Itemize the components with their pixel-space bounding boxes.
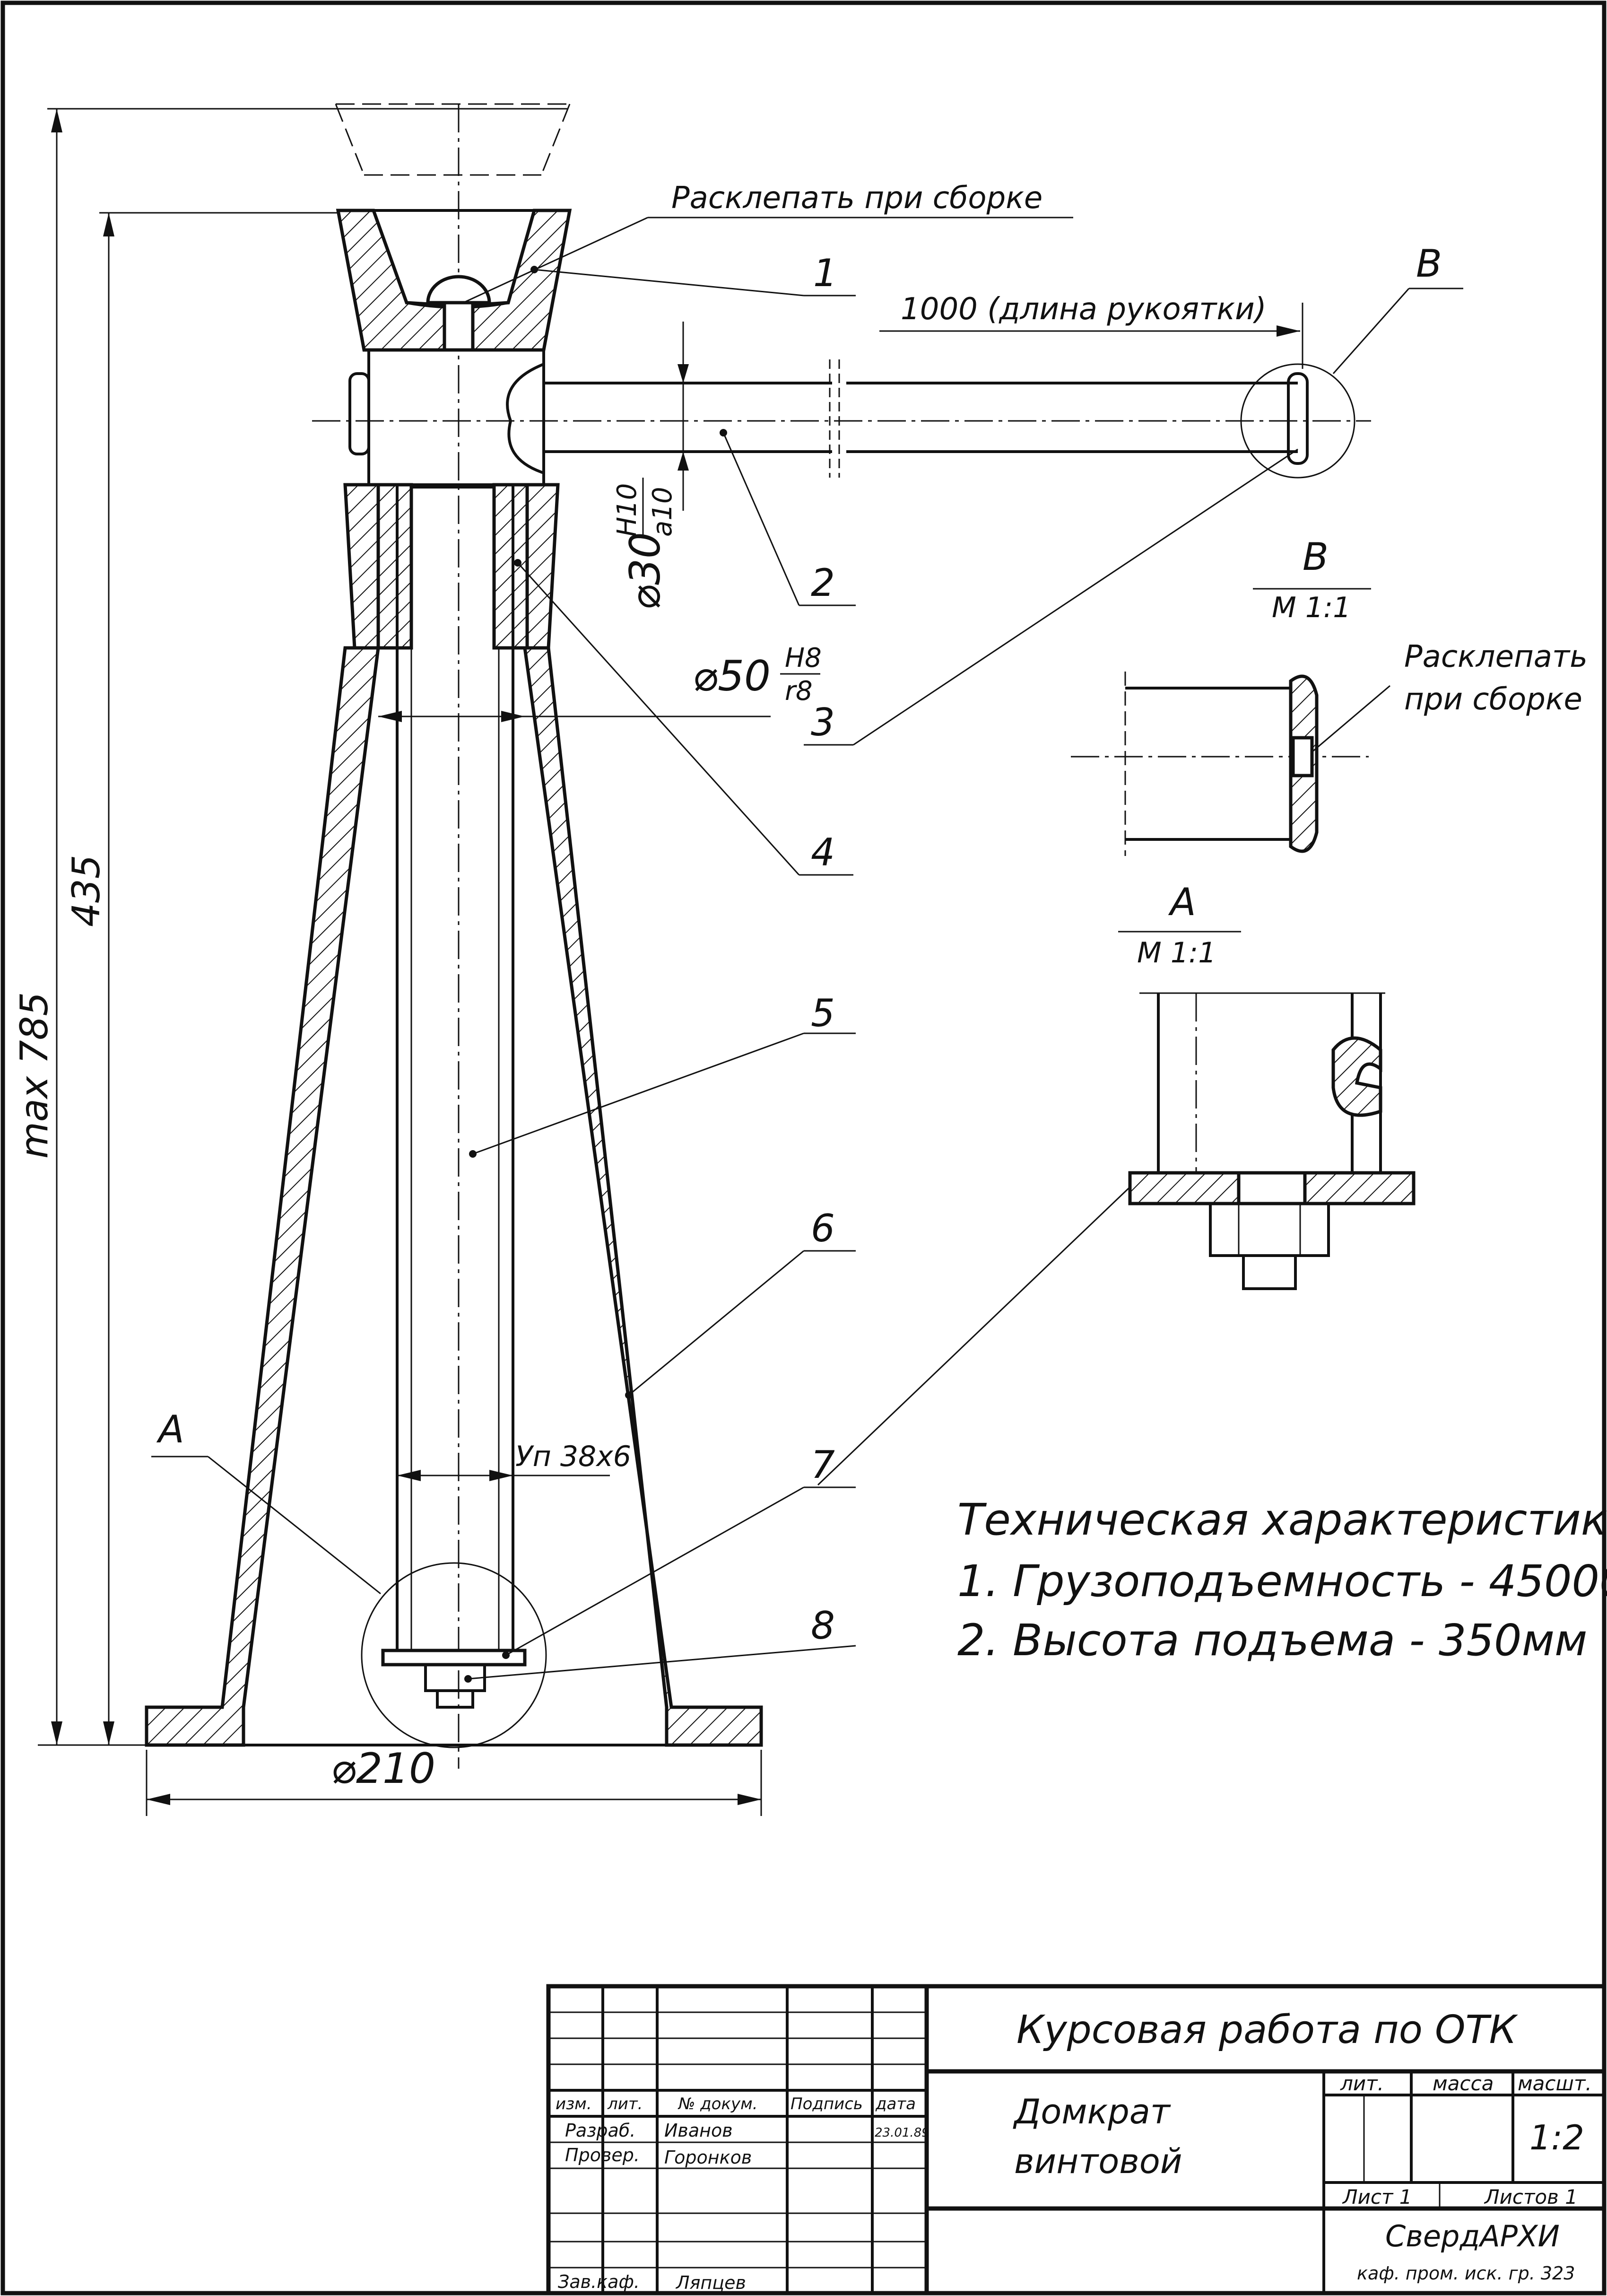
tb-dev-date: 23.01.89 xyxy=(875,2126,929,2140)
specs-line-2: 2. Высота подъема - 350мм xyxy=(957,1615,1587,1666)
tb-sheet: Лист 1 xyxy=(1342,2185,1412,2209)
fit-50-bottom: r8 xyxy=(785,676,813,707)
callout-detail-a: А xyxy=(151,1407,381,1595)
callouts: 1 2 3 4 5 6 xyxy=(151,242,1463,1683)
tb-course: Курсовая работа по ОТК xyxy=(1016,2008,1519,2052)
screw-head xyxy=(348,349,545,489)
tb-col-doc: № докум. xyxy=(678,2095,758,2113)
fit-30-bottom: a10 xyxy=(647,487,678,537)
tb-role-dev: Разраб. xyxy=(565,2120,635,2141)
dim-thread-text: Уп 38х6 xyxy=(515,1440,631,1473)
callout-2: 2 xyxy=(720,429,856,606)
callout-4-text: 4 xyxy=(811,830,835,874)
screw-part-5 xyxy=(396,483,514,1650)
dim-handle-length-text: 1000 (длина рукоятки) xyxy=(901,292,1267,327)
rivet-note: Расклепать при сборке xyxy=(463,181,1073,304)
dim-diam-30-text: ⌀30 xyxy=(621,532,669,610)
dim-435: 435 xyxy=(64,212,338,1745)
tb-scale-head: масшт. xyxy=(1518,2072,1592,2095)
detail-a-circle xyxy=(361,1562,547,1748)
rivet-note-text: Расклепать при сборке xyxy=(671,181,1042,216)
specs-title: Техническая характеристика: xyxy=(957,1494,1607,1545)
tb-name-2: винтовой xyxy=(1014,2141,1182,2181)
handle-part-2 xyxy=(544,359,1355,479)
nut-part-8 xyxy=(424,1663,486,1709)
view-b: В М 1:1 Расклепать при сборке xyxy=(1071,535,1588,856)
title-block: Курсовая работа по ОТК Домкрат винтовой … xyxy=(546,1984,1607,2296)
fit-30-top: H10 xyxy=(612,483,643,537)
cup-part-1 xyxy=(336,209,572,352)
tb-sheets: Листов 1 xyxy=(1484,2185,1578,2209)
dim-handle-length: 1000 (длина рукоятки) xyxy=(879,292,1303,369)
callout-3-text: 3 xyxy=(811,700,835,744)
callout-1: 1 xyxy=(530,251,856,297)
dim-max-785: max 785 xyxy=(12,108,567,1746)
view-a-title: А xyxy=(1168,880,1196,924)
specs-block: Техническая характеристика: 1. Грузоподъ… xyxy=(957,1494,1607,1666)
tb-lit: лит. xyxy=(1340,2072,1384,2095)
dim-435-text: 435 xyxy=(64,855,108,927)
tb-col-date: дата xyxy=(875,2095,916,2113)
tb-mass: масса xyxy=(1433,2072,1494,2095)
dim-diam-50: ⌀50 H8 r8 xyxy=(378,643,822,722)
callout-3: 3 xyxy=(804,448,1298,746)
callout-2-text: 2 xyxy=(811,561,835,605)
callout-8: 8 xyxy=(464,1604,856,1683)
tb-dev-name: Иванов xyxy=(664,2120,733,2141)
dim-max-785-text: max 785 xyxy=(12,992,56,1159)
dim-diam-30: ⌀30 H10 a10 xyxy=(612,322,689,610)
callout-detail-a-text: А xyxy=(156,1407,184,1451)
fit-50-top: H8 xyxy=(785,643,822,673)
tb-org: СвердАРХИ xyxy=(1385,2219,1560,2253)
callout-5: 5 xyxy=(469,991,856,1158)
tb-name-1: Домкрат xyxy=(1013,2092,1171,2131)
dim-diam-50-text: ⌀50 xyxy=(693,652,771,700)
view-a: А М 1:1 xyxy=(817,880,1416,1486)
callout-8-text: 8 xyxy=(811,1604,835,1648)
tb-role-check: Провер. xyxy=(565,2145,640,2165)
tb-dept: каф. пром. иск. гр. 323 xyxy=(1357,2263,1575,2284)
dim-base-text: ⌀210 xyxy=(331,1744,435,1793)
view-b-title: В xyxy=(1303,535,1329,579)
callout-1-text: 1 xyxy=(813,251,837,295)
tb-col-izm: изм. xyxy=(556,2095,592,2113)
tb-col-sign: Подпись xyxy=(790,2095,863,2113)
cup-phantom xyxy=(335,103,571,176)
tb-role-head: Зав.каф. xyxy=(558,2271,640,2292)
callout-detail-b-text: В xyxy=(1416,242,1442,286)
view-b-note-2: при сборке xyxy=(1404,682,1582,717)
tb-scale: 1:2 xyxy=(1529,2118,1584,2157)
view-b-scale: М 1:1 xyxy=(1272,591,1351,624)
callout-5-text: 5 xyxy=(811,991,835,1035)
view-a-scale: М 1:1 xyxy=(1137,936,1216,969)
dim-thread: Уп 38х6 xyxy=(397,1440,631,1481)
dim-base: ⌀210 xyxy=(146,1744,762,1816)
specs-line-1: 1. Грузоподъемность - 45000 Н xyxy=(957,1556,1607,1606)
callout-4: 4 xyxy=(514,559,853,876)
callout-detail-b: В xyxy=(1332,242,1463,374)
view-b-note-1: Расклепать xyxy=(1404,639,1588,674)
nut-part-4 xyxy=(343,483,560,650)
callout-6-text: 6 xyxy=(811,1206,835,1250)
tb-check-name: Горонков xyxy=(664,2147,752,2168)
body-part-6 xyxy=(145,646,763,1747)
tb-col-lit: лит. xyxy=(607,2095,643,2113)
tb-head-name: Ляпцев xyxy=(675,2272,746,2293)
callout-6: 6 xyxy=(625,1206,856,1399)
